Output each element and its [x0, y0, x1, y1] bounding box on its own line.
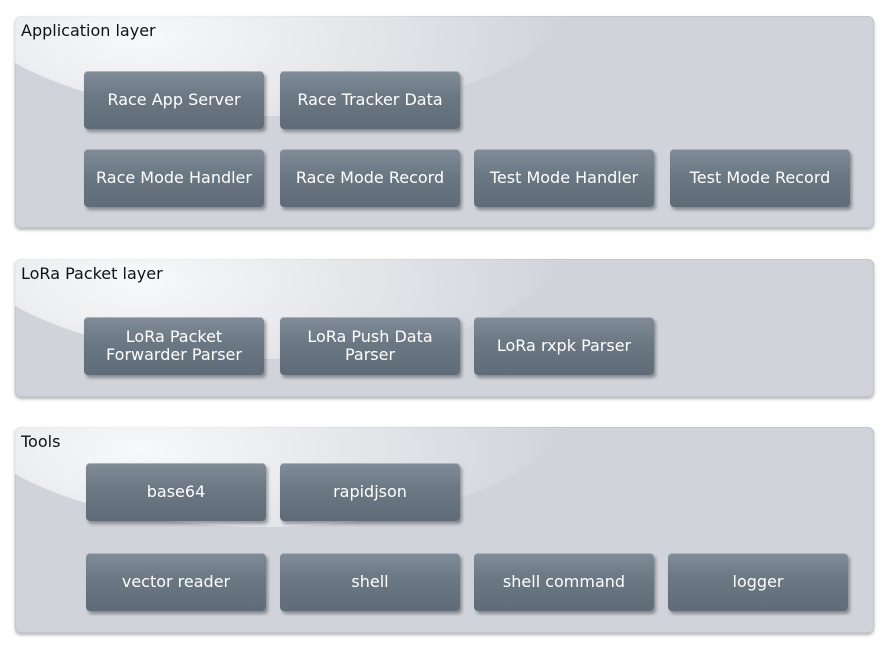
base64-box: base64: [86, 463, 266, 521]
race-app-server-box: Race App Server: [84, 71, 264, 129]
layer-title: Application layer: [21, 21, 156, 40]
test-mode-handler-box: Test Mode Handler: [474, 149, 654, 207]
test-mode-record-box: Test Mode Record: [670, 149, 850, 207]
race-tracker-data-box: Race Tracker Data: [280, 71, 460, 129]
race-mode-record-box: Race Mode Record: [280, 149, 460, 207]
lora-rxpk-parser-box: LoRa rxpk Parser: [474, 317, 654, 375]
layer-title: Tools: [21, 432, 61, 451]
vector-reader-box: vector reader: [86, 553, 266, 611]
lora-push-data-parser-box: LoRa Push Data Parser: [280, 317, 460, 375]
shell-box: shell: [280, 553, 460, 611]
tools-layer: Tools base64 rapidjson vector reader she…: [15, 427, 874, 633]
lora-packet-layer: LoRa Packet layer LoRa Packet Forwarder …: [15, 259, 874, 397]
application-layer: Application layer Race App Server Race T…: [15, 16, 874, 228]
rapidjson-box: rapidjson: [280, 463, 460, 521]
shell-command-box: shell command: [474, 553, 654, 611]
layer-title: LoRa Packet layer: [21, 264, 163, 283]
logger-box: logger: [668, 553, 848, 611]
lora-packet-forwarder-parser-box: LoRa Packet Forwarder Parser: [84, 317, 264, 375]
race-mode-handler-box: Race Mode Handler: [84, 149, 264, 207]
